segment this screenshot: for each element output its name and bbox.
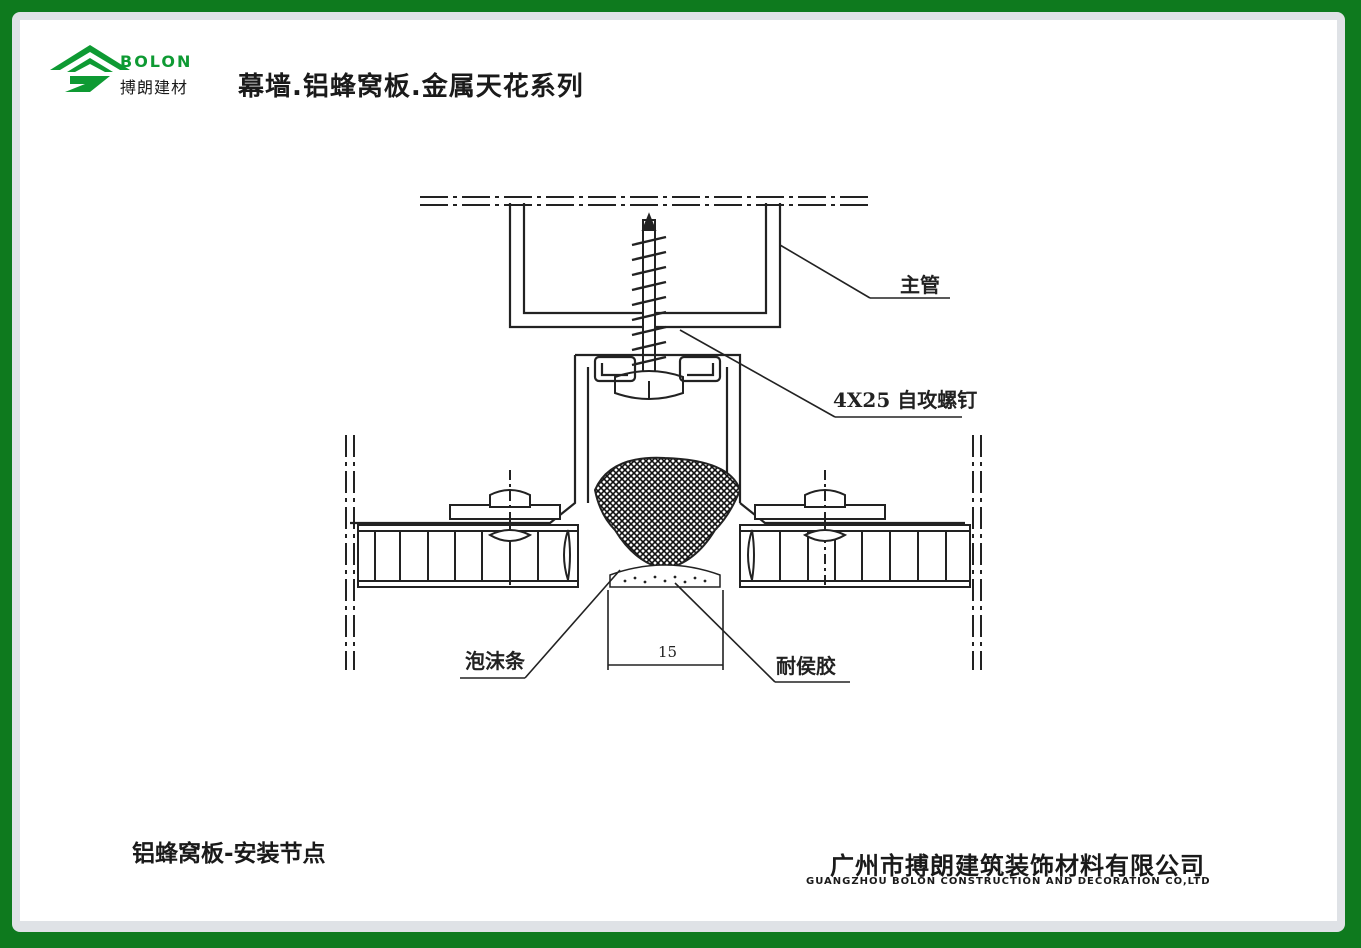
label-self-tapping-screw: 4X25 自攻螺钉 <box>833 388 977 412</box>
installation-node-diagram: 15 主管 4X25 自攻螺钉 泡沫条 耐侯胶 <box>345 196 982 683</box>
brand-wordmark: BOLON <box>120 52 193 71</box>
page-canvas: BOLON 搏朗建材 幕墙.铝蜂窝板.金属天花系列 <box>20 20 1337 921</box>
fixing-clip-right <box>747 470 886 585</box>
self-tapping-screw-shape <box>614 212 684 400</box>
honeycomb-panel-left <box>357 524 579 588</box>
fixing-clip-left <box>449 470 571 585</box>
outer-centerlines <box>345 435 982 670</box>
label-main-tube: 主管 <box>900 273 940 297</box>
company-name-cn: 广州市搏朗建筑装饰材料有限公司 <box>830 852 1205 880</box>
dimension-value: 15 <box>658 643 677 661</box>
series-title: 幕墙.铝蜂窝板.金属天花系列 <box>238 72 584 102</box>
brand-name-cn: 搏朗建材 <box>120 78 189 97</box>
label-foam-strip: 泡沫条 <box>465 649 526 673</box>
foam-strip-shape <box>593 456 742 571</box>
honeycomb-panel-right <box>739 524 971 588</box>
bolon-logo-icon <box>50 45 130 92</box>
sealant-dots <box>623 575 707 584</box>
drawing-caption: 铝蜂窝板-安装节点 <box>132 841 326 867</box>
sealant-shape <box>609 564 721 588</box>
leader-lines <box>460 244 962 683</box>
top-centerlines <box>420 196 870 206</box>
company-name-en: GUANGZHOU BOLON CONSTRUCTION AND DECORAT… <box>806 876 1211 887</box>
label-sealant: 耐侯胶 <box>776 654 836 678</box>
